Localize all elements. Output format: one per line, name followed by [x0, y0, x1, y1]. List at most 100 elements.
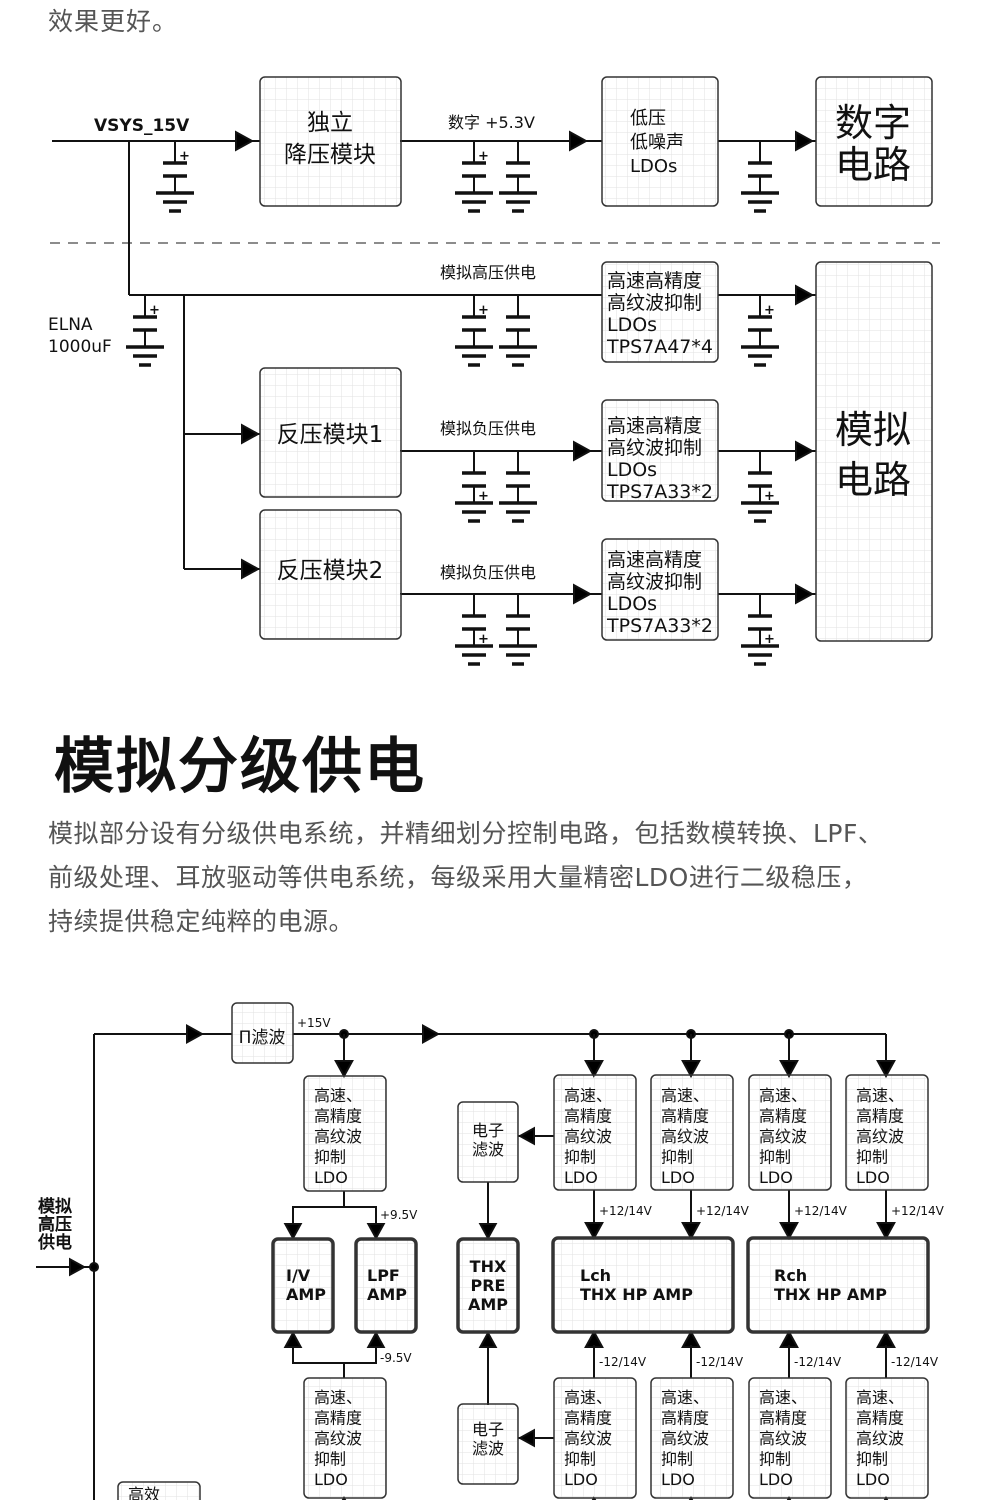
arrow-up-icon — [478, 1330, 498, 1348]
arrow-down-icon — [283, 1223, 303, 1241]
ldo-label: LDO — [314, 1168, 348, 1187]
ldo-neg2-label: TPS7A33*2 — [606, 615, 713, 637]
polarity-plus: + — [478, 489, 489, 504]
rail-label: +9.5V — [380, 1208, 418, 1222]
capacitor-ground-icon — [499, 594, 537, 666]
capacitor-ground-icon — [499, 451, 537, 523]
rail-pos95 — [292, 1191, 345, 1238]
ldo-box-neg95 — [303, 1377, 387, 1499]
ldo-box-neg — [845, 1377, 929, 1499]
buck-module-box — [259, 76, 402, 207]
ldo-box-neg — [650, 1377, 734, 1499]
input-label: 模拟 — [38, 1196, 72, 1217]
rail-neg95 — [292, 1346, 377, 1364]
efficient-label: 高效 — [128, 1485, 160, 1500]
polarity-plus: + — [478, 632, 489, 647]
lownoise-ldo-label: 低压 — [630, 108, 666, 129]
analog-hv-label: 模拟高压供电 — [440, 263, 536, 282]
rail-label: +12/14V — [599, 1204, 653, 1218]
ldo-label: 高速、 — [759, 1388, 807, 1407]
section-description: 模拟部分设有分级供电系统，并精细划分控制电路，包括数模转换、LPF、 前级处理、… — [48, 812, 968, 944]
rch-amp-label: Rch — [774, 1266, 807, 1285]
ldo-label: LDO — [314, 1470, 348, 1489]
ldo-label: 高速、 — [314, 1086, 362, 1105]
inverter1-label: 反压模块1 — [277, 422, 384, 448]
e-filter-label: 滤波 — [472, 1140, 504, 1159]
rail-label: -12/14V — [891, 1355, 939, 1369]
digital-circuit-box — [815, 76, 933, 207]
arrow-right-icon — [69, 1257, 87, 1277]
ldo-neg2-label: 高速高精度 — [607, 549, 702, 571]
ldo-neg2-label: 高纹波抑制 — [607, 571, 702, 593]
arrow-up-icon — [681, 1329, 701, 1348]
thx-pre-amp-label: AMP — [468, 1295, 508, 1314]
ldo-neg2-box — [601, 538, 719, 641]
ldo-label: LDO — [661, 1168, 695, 1187]
analog-neg-label: 模拟负压供电 — [440, 563, 536, 582]
rch-amp-label: THX HP AMP — [774, 1285, 887, 1304]
ldo-label: 抑制 — [564, 1148, 596, 1167]
polarity-plus: + — [764, 303, 775, 318]
description-line: 持续提供稳定纯粹的电源。 — [48, 907, 355, 936]
arrow-up-icon — [876, 1329, 896, 1348]
ldo-label: 高纹波 — [314, 1429, 362, 1448]
polarity-plus: + — [149, 303, 160, 318]
ldo-label: LDO — [856, 1168, 890, 1187]
rail-pos95 — [344, 1206, 377, 1238]
lpf-amp-label: LPF — [367, 1266, 400, 1285]
capacitor-ground-icon — [741, 141, 779, 213]
ldo-label: 高纹波 — [564, 1127, 612, 1146]
arrow-right-icon — [573, 440, 593, 462]
ldo-label: 高速、 — [314, 1388, 362, 1407]
ldo-label: 高精度 — [759, 1107, 807, 1126]
lownoise-ldo-label: LDOs — [630, 156, 677, 177]
lpf-amp-label: AMP — [367, 1285, 407, 1304]
ldo-label: 高速、 — [564, 1388, 612, 1407]
arrow-right-icon — [569, 130, 589, 152]
arrow-up-icon — [779, 1329, 799, 1348]
ldo-label: 高精度 — [856, 1409, 904, 1428]
ldo-label: 高精度 — [661, 1107, 709, 1126]
ldo-label: 抑制 — [314, 1450, 346, 1469]
ldo-label: 高纹波 — [856, 1429, 904, 1448]
ldo-label: 高精度 — [564, 1409, 612, 1428]
ldo-neg2-label: LDOs — [607, 593, 657, 615]
arrow-right-icon — [795, 583, 815, 605]
capacitor-ground-icon: + — [741, 295, 779, 367]
rail-label: +12/14V — [794, 1204, 848, 1218]
ldo-label: 高速、 — [856, 1086, 904, 1105]
arrow-down-icon — [584, 1060, 604, 1079]
buck-module-label: 降压模块 — [284, 142, 376, 168]
polarity-plus: + — [764, 632, 775, 647]
polarity-plus: + — [179, 149, 190, 164]
inverter2-box — [259, 509, 402, 640]
arrow-down-icon — [779, 1060, 799, 1079]
digital-circuit-label: 电路 — [835, 143, 911, 187]
arrow-right-icon — [422, 1024, 441, 1044]
rail-label: -12/14V — [794, 1355, 842, 1369]
ldo-label: 抑制 — [856, 1148, 888, 1167]
arrow-down-icon — [478, 1223, 498, 1241]
thx-pre-amp-label: PRE — [471, 1276, 506, 1295]
ldo-neg1-box — [601, 399, 719, 502]
ldo-label: 高精度 — [564, 1107, 612, 1126]
inverter1-box — [259, 367, 402, 498]
ldo-box-pos — [553, 1074, 637, 1191]
ldo-neg1-label: LDOs — [607, 459, 657, 481]
inverter2-label: 反压模块2 — [277, 558, 384, 584]
ldo-box-neg — [553, 1377, 637, 1499]
e-filter-box-bottom — [457, 1403, 519, 1485]
ldo-label: 高纹波 — [314, 1127, 362, 1146]
arrow-down-icon — [681, 1222, 701, 1241]
junction-dot — [339, 1029, 349, 1039]
arrow-right-icon — [573, 583, 593, 605]
ldo-box-pos — [650, 1074, 734, 1191]
ldo-neg1-label: 高速高精度 — [607, 415, 702, 437]
ldo-box-pos — [845, 1074, 929, 1191]
polarity-plus: + — [764, 489, 775, 504]
capacitor-ground-icon — [499, 141, 537, 213]
ldo-label: 抑制 — [759, 1450, 791, 1469]
arrow-right-icon — [235, 130, 255, 152]
arrow-down-icon — [584, 1222, 604, 1241]
